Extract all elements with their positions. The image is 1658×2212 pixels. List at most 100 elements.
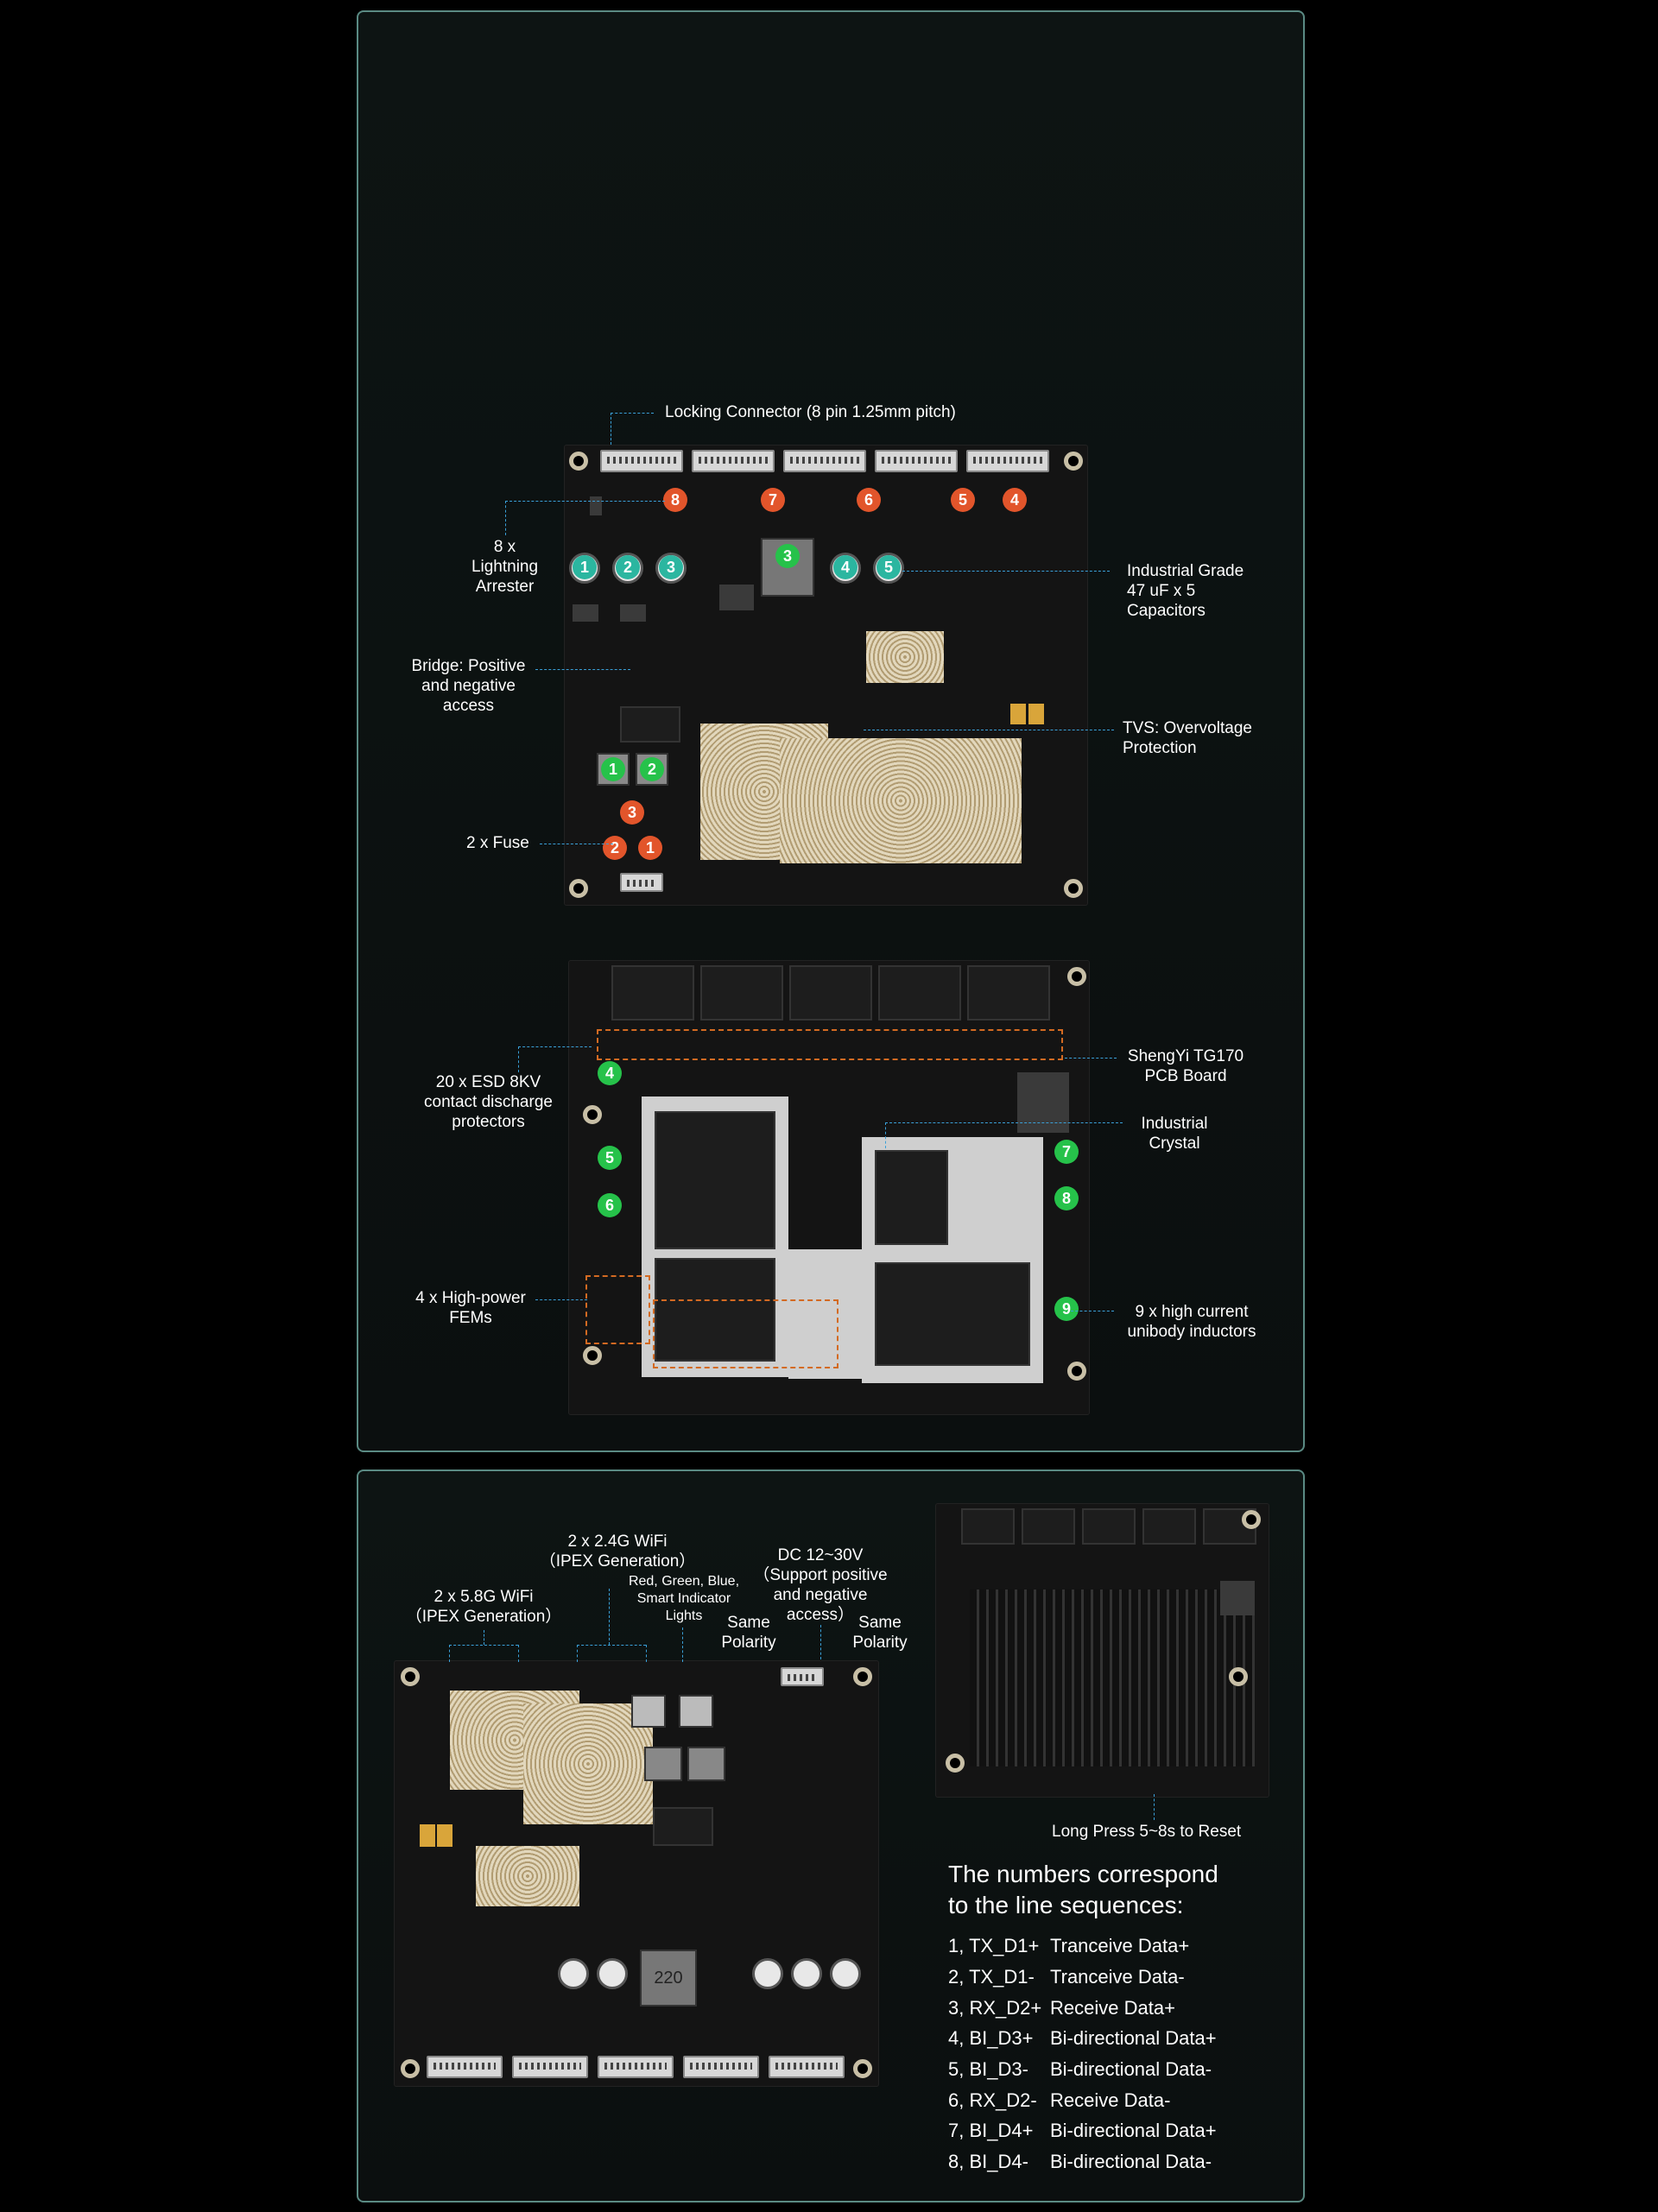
rj45-pads — [700, 965, 783, 1021]
bridge-badge: 1 — [601, 757, 625, 781]
board-rear-view: 220 — [394, 1660, 879, 2087]
arrester-badge: 8 — [663, 488, 687, 512]
arrester-badge: 7 — [761, 488, 785, 512]
capacitor-badge: 4 — [833, 555, 857, 579]
bridge-chip — [620, 706, 680, 743]
rj45-pads — [967, 965, 1050, 1021]
shielded-chip — [655, 1111, 775, 1249]
mount-hole — [569, 879, 588, 898]
callout-lightning-arrester: 8 x Lightning Arrester — [471, 538, 539, 596]
callout-inductors: 9 x high current unibody inductors — [1127, 1303, 1256, 1341]
fem-outline — [653, 1299, 838, 1368]
sequence-row: 1, TX_D1+ Tranceive Data+ — [948, 1935, 1189, 1957]
callout-fems: 4 x High-power FEMs — [415, 1289, 526, 1327]
inductor-badge: 3 — [775, 544, 800, 568]
sequence-row: 8, BI_D4- Bi-directional Data- — [948, 2151, 1212, 2173]
capacitor-badge: 2 — [616, 555, 640, 579]
callout-tvs: TVS: Overvoltage Protection — [1123, 719, 1252, 757]
mount-hole — [1067, 967, 1086, 986]
callout-pcb: ShengYi TG170 PCB Board — [1127, 1047, 1244, 1085]
board-top-view: 8 7 6 5 4 1 2 3 3 4 5 1 2 3 2 1 — [564, 445, 1088, 906]
capacitor — [597, 1958, 628, 1989]
locking-connector — [783, 450, 866, 472]
mount-hole — [401, 2059, 420, 2078]
mount-hole — [853, 1667, 872, 1686]
bridge-rectifier — [644, 1747, 682, 1781]
callout-esd: 20 x ESD 8KV contact discharge protector… — [424, 1073, 553, 1131]
callout-dc-input: DC 12~30V （Support positive and negative… — [753, 1546, 888, 1624]
fuse-badge: 1 — [638, 836, 662, 860]
rf-shield — [788, 1249, 866, 1379]
capacitor-badge: 1 — [573, 555, 597, 579]
arrester-badge: 5 — [951, 488, 975, 512]
mount-hole — [583, 1105, 602, 1124]
sequence-pin: 6, RX_D2- — [948, 2089, 1037, 2111]
board-bottom-view: 4 5 6 7 8 9 — [568, 960, 1090, 1415]
sequence-pin: 8, BI_D4- — [948, 2151, 1028, 2172]
arrester-badge: 4 — [1003, 488, 1027, 512]
arrester-badge: 6 — [857, 488, 881, 512]
rj45-pads — [961, 1508, 1015, 1545]
sequence-pin: 4, BI_D3+ — [948, 2027, 1034, 2049]
bridge-chip — [653, 1807, 713, 1846]
mount-hole — [946, 1754, 965, 1773]
locking-connector — [598, 2056, 674, 2078]
mount-hole — [583, 1346, 602, 1365]
copper-pour — [780, 738, 1022, 863]
callout-reset: Long Press 5~8s to Reset — [1052, 1823, 1242, 1841]
sequence-row: 5, BI_D3-Bi-directional Data- — [948, 2058, 1212, 2081]
sequence-row: 4, BI_D3+ Bi-directional Data+ — [948, 2027, 1217, 2050]
inductor-badge: 4 — [598, 1061, 622, 1085]
bridge-badge: 2 — [640, 757, 664, 781]
mount-hole — [1064, 879, 1083, 898]
tvs-diode — [1010, 704, 1026, 724]
locking-connector — [512, 2056, 588, 2078]
dc-power-connector — [781, 1667, 824, 1686]
mount-hole — [1067, 1362, 1086, 1381]
fuse — [679, 1695, 713, 1728]
locking-connector — [769, 2056, 845, 2078]
smd-array — [1017, 1072, 1069, 1133]
smd-part — [590, 496, 602, 515]
callout-bridge: Bridge: Positive and negative access — [411, 657, 526, 715]
rj45-pads — [1082, 1508, 1136, 1545]
inductor-badge: 5 — [598, 1146, 622, 1170]
fem-outline — [585, 1275, 650, 1344]
locking-connector — [683, 2056, 759, 2078]
capacitor — [752, 1958, 783, 1989]
locking-connector — [600, 450, 683, 472]
smd-part — [573, 604, 598, 622]
sequence-title: The numbers correspond to the line seque… — [948, 1861, 1218, 1918]
board-heatsink-view — [935, 1503, 1269, 1798]
inductor-badge: 7 — [1054, 1140, 1079, 1164]
mount-hole — [569, 452, 588, 471]
mount-hole — [1242, 1510, 1261, 1529]
sequence-desc: Bi-directional Data- — [1050, 2151, 1212, 2172]
rj45-pads — [1142, 1508, 1196, 1545]
smd-part — [620, 604, 646, 622]
sequence-desc: Tranceive Data+ — [1050, 1935, 1190, 1956]
callout-wifi24: 2 x 2.4G WiFi （IPEX Generation） — [539, 1533, 696, 1571]
sequence-row: 7, BI_D4+Bi-directional Data+ — [948, 2120, 1217, 2142]
tvs-diode — [437, 1824, 452, 1847]
callout-fuse: 2 x Fuse — [466, 834, 529, 852]
locking-connector — [966, 450, 1049, 472]
sequence-pin: 1, TX_D1+ — [948, 1935, 1040, 1956]
callout-capacitors: Industrial Grade 47 uF x 5 Capacitors — [1127, 562, 1244, 620]
inductor-220: 220 — [640, 1950, 697, 2007]
callout-wifi58: 2 x 5.8G WiFi （IPEX Generation） — [405, 1588, 562, 1626]
sequence-row: 3, RX_D2+Receive Data+ — [948, 1997, 1175, 2019]
heatsink — [970, 1589, 1255, 1766]
copper-pour — [476, 1846, 579, 1906]
callout-locking-connector: Locking Connector (8 pin 1.25mm pitch) — [665, 403, 956, 421]
sequence-pin: 7, BI_D4+ — [948, 2120, 1034, 2141]
rj45-pads — [878, 965, 961, 1021]
power-connector — [620, 873, 663, 892]
sequence-desc: Bi-directional Data+ — [1050, 2027, 1217, 2049]
locking-connector — [427, 2056, 503, 2078]
tvs-diode — [420, 1824, 435, 1847]
callout-same-polarity-left: Same Polarity — [721, 1614, 776, 1652]
sequence-row: 2, TX_D1-Tranceive Data- — [948, 1966, 1185, 1988]
capacitor-badge: 5 — [876, 555, 901, 579]
sequence-row: 6, RX_D2-Receive Data- — [948, 2089, 1170, 2112]
